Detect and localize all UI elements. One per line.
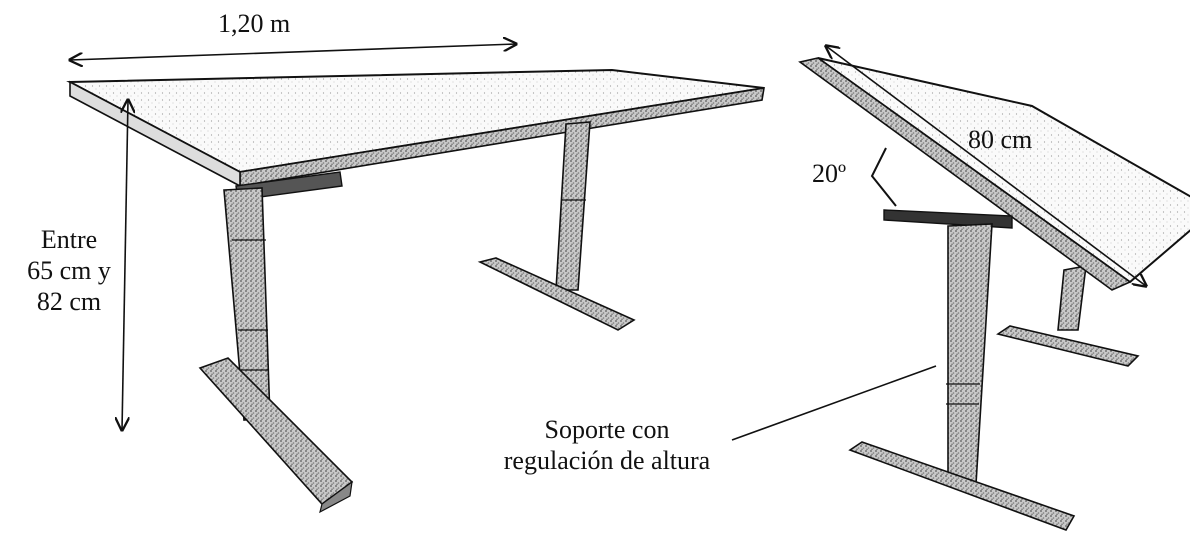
height-label-line-2: 65 cm y [27,256,111,285]
tilted-desk-back-foot [996,325,1140,367]
height-label-line-3: 82 cm [36,287,102,316]
support-label-line-1: Soporte con [544,415,670,444]
width-dimension-arrow [70,44,516,60]
flat-desk-back-foot [477,257,636,331]
depth-dimension-arrow [826,46,1146,286]
depth-label: 80 cm [968,125,1033,154]
tilted-desk-front-leg [947,223,993,485]
height-dimension-arrow [122,100,128,430]
flat-desk [66,68,765,514]
tilted-desk-front-foot [848,441,1076,531]
tilt-angle-indicator [870,147,897,207]
height-label: Entre 65 cm y 82 cm [24,224,114,317]
support-label: Soporte con regulación de altura [476,414,738,476]
support-leader-line [731,365,937,441]
width-label: 1,20 m [218,9,291,38]
angle-label: 20º [812,159,847,188]
flat-desk-front-foot [198,357,354,506]
tilted-desk-top-surface [817,57,1190,284]
support-label-line-2: regulación de altura [503,446,711,475]
tilted-desk-back-leg [1057,265,1087,331]
flat-desk-back-leg [555,121,591,291]
height-label-line-1: Entre [40,225,98,254]
